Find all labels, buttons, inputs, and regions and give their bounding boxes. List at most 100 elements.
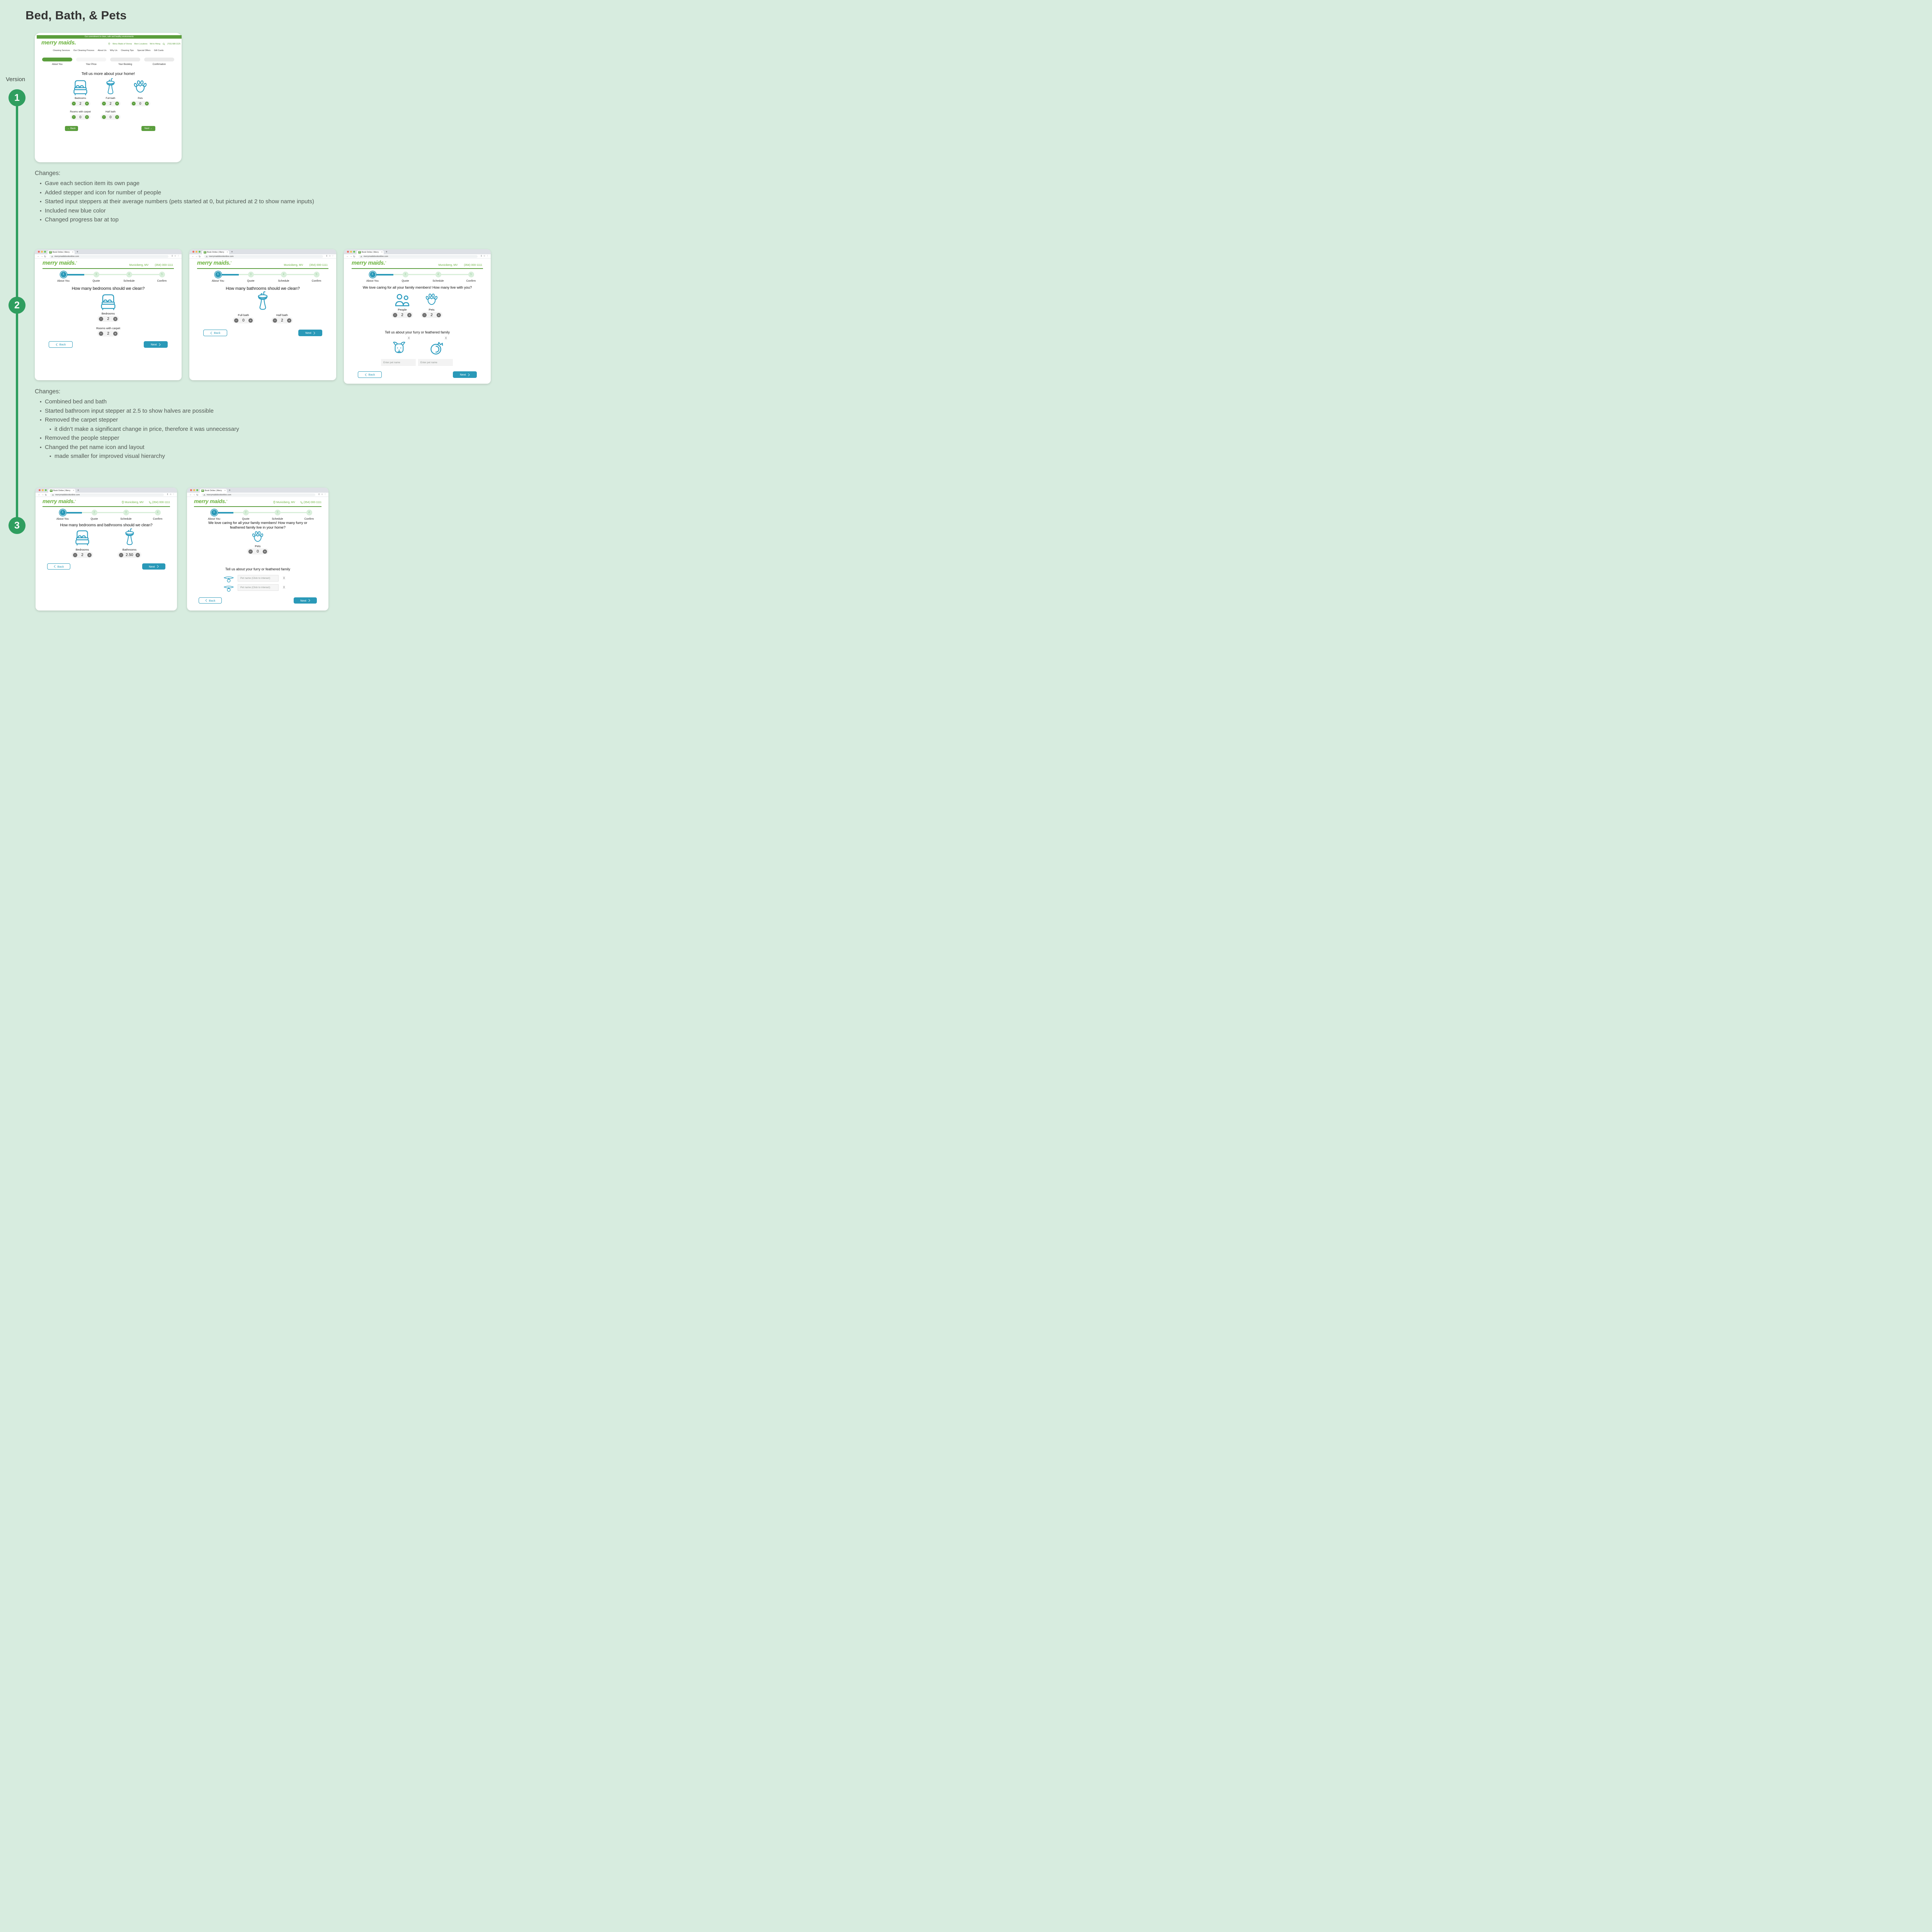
- forward-nav-icon[interactable]: →: [350, 255, 352, 258]
- decrement-button[interactable]: −: [72, 115, 76, 119]
- reload-icon[interactable]: ↻: [199, 255, 201, 258]
- back-button[interactable]: Back: [199, 597, 222, 604]
- nav-gift-cards[interactable]: Gift Cards: [154, 49, 164, 52]
- bookmark-star-icon[interactable]: ☆: [329, 255, 331, 258]
- next-button[interactable]: Next →: [141, 126, 155, 131]
- browser-tab[interactable]: m Book Online | Merry Maids ×: [200, 488, 227, 493]
- minimize-window-button[interactable]: [196, 251, 197, 253]
- maximize-window-button[interactable]: [353, 251, 355, 253]
- browser-tab[interactable]: m Book Online | Merry Maids ×: [48, 250, 75, 254]
- close-window-button[interactable]: [192, 251, 194, 253]
- remove-pet-button[interactable]: X: [283, 585, 286, 589]
- pet-name-input[interactable]: [238, 584, 279, 591]
- increment-button[interactable]: +: [113, 331, 117, 336]
- forward-nav-icon[interactable]: →: [195, 255, 198, 258]
- increment-button[interactable]: +: [437, 313, 441, 317]
- address-field[interactable]: merrymaidsbookonline.com: [50, 493, 164, 497]
- share-icon[interactable]: ↥: [171, 255, 173, 258]
- address-field[interactable]: merrymaidsbookonline.com: [204, 255, 323, 258]
- address-field[interactable]: merrymaidsbookonline.com: [202, 493, 315, 497]
- increment-button[interactable]: +: [113, 316, 117, 321]
- decrement-button[interactable]: −: [248, 549, 253, 554]
- menu-kebab-icon[interactable]: ⋮: [177, 255, 180, 258]
- close-tab-icon[interactable]: ×: [381, 251, 383, 253]
- browser-tab[interactable]: m Book Online | Merry Maids ×: [202, 250, 229, 254]
- next-button[interactable]: Next: [298, 330, 322, 336]
- next-button[interactable]: Next: [453, 371, 477, 378]
- bookmark-star-icon[interactable]: ☆: [174, 255, 176, 258]
- increment-button[interactable]: +: [263, 549, 267, 554]
- decrement-button[interactable]: −: [102, 102, 106, 105]
- increment-button[interactable]: +: [136, 553, 140, 557]
- back-button[interactable]: Back: [47, 563, 70, 570]
- pet-name-input[interactable]: [238, 575, 279, 582]
- new-tab-button[interactable]: +: [77, 488, 79, 492]
- remove-pet-button[interactable]: X: [408, 336, 410, 340]
- address-field[interactable]: merrymaidsbookonline.com: [49, 255, 168, 258]
- menu-kebab-icon[interactable]: ⋮: [324, 493, 327, 496]
- back-nav-icon[interactable]: ←: [189, 493, 192, 496]
- nav-cleaning-services[interactable]: Cleaning Services: [53, 49, 70, 52]
- decrement-button[interactable]: −: [422, 313, 427, 317]
- back-button[interactable]: ← Back: [65, 126, 78, 131]
- increment-button[interactable]: +: [287, 318, 291, 323]
- decrement-button[interactable]: −: [119, 553, 123, 557]
- decrement-button[interactable]: −: [102, 115, 106, 119]
- increment-button[interactable]: +: [115, 115, 119, 119]
- remove-pet-button[interactable]: X: [445, 336, 447, 340]
- next-button[interactable]: Next: [294, 597, 317, 604]
- phone-number[interactable]: (703) 688-3125: [167, 43, 180, 45]
- maximize-window-button[interactable]: [44, 251, 46, 253]
- back-nav-icon[interactable]: ←: [38, 493, 41, 496]
- pet-name-input[interactable]: [381, 359, 416, 366]
- close-window-button[interactable]: [38, 251, 40, 253]
- next-button[interactable]: Next: [144, 341, 168, 348]
- reload-icon[interactable]: ↻: [196, 494, 199, 497]
- nav-cleaning-process[interactable]: Our Cleaning Process: [73, 49, 94, 52]
- decrement-button[interactable]: −: [99, 331, 103, 336]
- nav-cleaning-tips[interactable]: Cleaning Tips: [121, 49, 134, 52]
- minimize-window-button[interactable]: [193, 489, 195, 491]
- back-button[interactable]: Back: [203, 330, 227, 336]
- new-tab-button[interactable]: +: [231, 250, 233, 253]
- forward-nav-icon[interactable]: →: [41, 255, 43, 258]
- minimize-window-button[interactable]: [42, 489, 44, 491]
- forward-nav-icon[interactable]: →: [193, 493, 196, 496]
- new-tab-button[interactable]: +: [386, 250, 388, 253]
- pet-name-input[interactable]: [418, 359, 453, 366]
- share-icon[interactable]: ↥: [167, 493, 168, 496]
- menu-kebab-icon[interactable]: ⋮: [172, 493, 175, 496]
- back-button[interactable]: Back: [358, 371, 382, 378]
- bookmark-star-icon[interactable]: ☆: [321, 493, 323, 496]
- decrement-button[interactable]: −: [72, 102, 76, 105]
- back-nav-icon[interactable]: ←: [346, 255, 349, 258]
- hiring-link[interactable]: We're Hiring: [150, 43, 160, 45]
- increment-button[interactable]: +: [85, 102, 89, 105]
- close-window-button[interactable]: [39, 489, 41, 491]
- decrement-button[interactable]: −: [234, 318, 238, 323]
- increment-button[interactable]: +: [87, 553, 92, 557]
- forward-nav-icon[interactable]: →: [41, 493, 44, 496]
- back-button[interactable]: Back: [49, 341, 73, 348]
- decrement-button[interactable]: −: [99, 316, 103, 321]
- menu-kebab-icon[interactable]: ⋮: [332, 255, 334, 258]
- maximize-window-button[interactable]: [45, 489, 47, 491]
- maximize-window-button[interactable]: [199, 251, 201, 253]
- increment-button[interactable]: +: [407, 313, 412, 317]
- minimize-window-button[interactable]: [41, 251, 43, 253]
- increment-button[interactable]: +: [115, 102, 119, 105]
- decrement-button[interactable]: −: [393, 313, 397, 317]
- reload-icon[interactable]: ↻: [353, 255, 355, 258]
- next-button[interactable]: Next: [142, 563, 165, 570]
- increment-button[interactable]: +: [248, 318, 253, 323]
- back-nav-icon[interactable]: ←: [192, 255, 194, 258]
- back-nav-icon[interactable]: ←: [37, 255, 40, 258]
- reload-icon[interactable]: ↻: [44, 255, 46, 258]
- share-icon[interactable]: ↥: [480, 255, 482, 258]
- close-tab-icon[interactable]: ×: [226, 251, 228, 253]
- share-icon[interactable]: ↥: [326, 255, 328, 258]
- bookmark-star-icon[interactable]: ☆: [483, 255, 485, 258]
- phone-text[interactable]: (354) 000-1111: [155, 263, 173, 267]
- bookmark-star-icon[interactable]: ☆: [170, 493, 172, 496]
- nav-about-us[interactable]: About Us: [97, 49, 107, 52]
